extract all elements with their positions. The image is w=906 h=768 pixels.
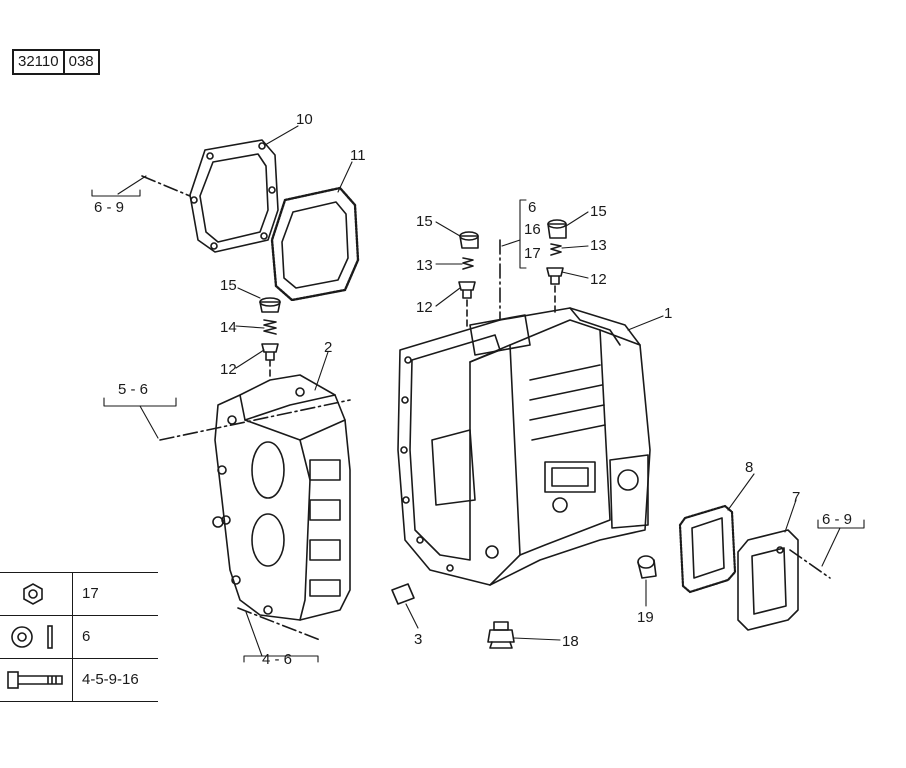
gasket-10	[189, 139, 279, 253]
drain-plug-18	[487, 621, 515, 649]
plug-12-left	[261, 343, 279, 381]
plug-15-left	[259, 297, 281, 313]
callout-2: 2	[324, 339, 332, 356]
ref-5-6: 5 - 6	[118, 381, 148, 398]
leader-lines	[91, 125, 865, 663]
callout-8: 8	[745, 459, 753, 476]
plug-12-center	[458, 281, 476, 331]
callout-group-16: 16	[524, 221, 541, 238]
gearbox-housing-1	[397, 307, 651, 586]
drawing-code-main: 32110	[18, 53, 59, 70]
legend-ref-washer: 6	[82, 628, 91, 645]
callout-12-center: 12	[416, 299, 433, 316]
callout-15-right: 15	[590, 203, 607, 220]
assembly-centerlines	[141, 175, 831, 641]
washer-icon	[11, 625, 53, 649]
callout-15-left: 15	[220, 277, 237, 294]
callout-3: 3	[414, 631, 422, 648]
drawing-code-sheet: 038	[62, 51, 98, 73]
spring-13-center	[462, 257, 474, 270]
legend-row-bolt: 4-5-9-16	[0, 658, 158, 702]
gasket-8	[678, 504, 737, 594]
fastener-legend: 17 6 4-5-9-16	[0, 572, 158, 702]
plug-15-center	[459, 231, 479, 249]
bolt-icon	[7, 671, 63, 689]
callout-15-center: 15	[416, 213, 433, 230]
legend-ref-bolt: 4-5-9-16	[82, 671, 139, 688]
callout-12-left: 12	[220, 361, 237, 378]
spring-14	[263, 319, 277, 335]
intermediate-housing-2	[212, 374, 351, 621]
cover-7	[737, 529, 799, 631]
callout-18: 18	[562, 633, 579, 650]
ref-6-9-left: 6 - 9	[94, 199, 124, 216]
callout-10: 10	[296, 111, 313, 128]
legend-row-nut: 17	[0, 572, 158, 615]
callout-labels: 10 11 1 2 8 7 3 18 19 15 14 12 15 13 12 …	[94, 111, 852, 668]
gasket-11	[270, 186, 360, 302]
callout-group-6: 6	[528, 199, 536, 216]
callout-group-17: 17	[524, 245, 541, 262]
callout-13-right: 13	[590, 237, 607, 254]
legend-row-washer: 6	[0, 615, 158, 658]
callout-11: 11	[350, 147, 366, 164]
callout-1: 1	[664, 305, 672, 322]
callout-19: 19	[637, 609, 654, 626]
drawing-code-box: 32110 038	[12, 49, 100, 75]
nut-icon	[23, 583, 43, 605]
callout-12-right: 12	[590, 271, 607, 288]
callout-7: 7	[792, 489, 800, 506]
callout-13-center: 13	[416, 257, 433, 274]
spring-13-right	[550, 243, 562, 256]
ref-6-9-right: 6 - 9	[822, 511, 852, 528]
plug-12-right	[546, 267, 564, 313]
ref-4-6: 4 - 6	[262, 651, 292, 668]
plug-15-right	[547, 219, 567, 239]
legend-ref-nut: 17	[82, 585, 99, 602]
callout-14: 14	[220, 319, 237, 336]
dowel-pin-3	[391, 583, 415, 605]
plug-19	[637, 555, 657, 579]
